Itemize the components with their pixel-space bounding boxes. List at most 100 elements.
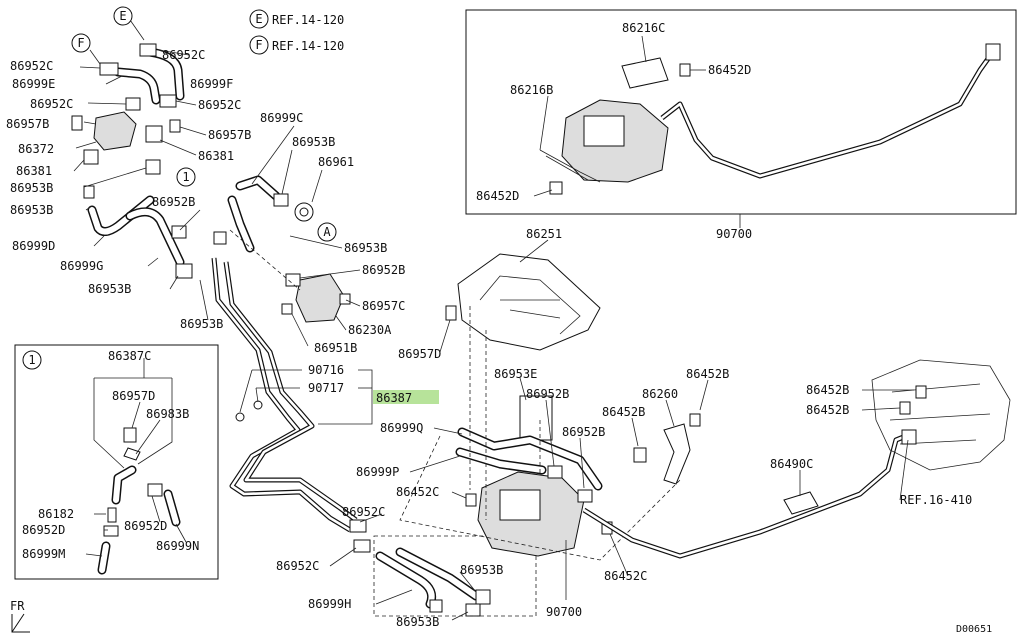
clamp-86952D-1 <box>103 525 119 537</box>
highlighted-part-86387: 86387 <box>376 391 412 405</box>
svg-text:86983B: 86983B <box>146 407 189 421</box>
diagram-code: D00651 <box>956 624 992 635</box>
svg-text:86952C: 86952C <box>162 48 205 62</box>
svg-text:86953B: 86953B <box>292 135 335 149</box>
svg-text:REF.16-410: REF.16-410 <box>900 493 972 507</box>
inset-parts <box>97 427 181 575</box>
svg-text:86953B: 86953B <box>10 203 53 217</box>
elbow-86381-lower <box>83 149 99 165</box>
svg-text:86957B: 86957B <box>6 117 49 131</box>
front-arrow-icon <box>11 613 30 633</box>
cover-86251 <box>457 253 601 351</box>
svg-text:86999M: 86999M <box>22 547 65 561</box>
svg-text:86452B: 86452B <box>686 367 729 381</box>
svg-text:86952C: 86952C <box>30 97 73 111</box>
hose-86999H <box>375 547 481 609</box>
svg-text:86957C: 86957C <box>362 299 405 313</box>
fastener-90717 <box>253 400 263 410</box>
bolt-86452B-1 <box>689 413 701 427</box>
svg-text:A: A <box>323 225 331 239</box>
bracket-86260 <box>633 413 701 485</box>
svg-text:86961: 86961 <box>318 155 354 169</box>
hose-86999E <box>113 67 161 105</box>
highlight-86387 <box>373 390 439 404</box>
svg-text:86953B: 86953B <box>88 282 131 296</box>
dashed-box-86999H <box>373 535 537 617</box>
svg-text:90700: 90700 <box>546 605 582 619</box>
svg-text:86952B: 86952B <box>362 263 405 277</box>
svg-text:86952D: 86952D <box>124 519 167 533</box>
svg-text:86452C: 86452C <box>396 485 439 499</box>
bolt-86452B-2 <box>633 447 647 463</box>
pin-86182 <box>107 507 117 523</box>
hose-86999D <box>87 195 155 236</box>
svg-text:1: 1 <box>182 170 189 184</box>
svg-text:86216B: 86216B <box>510 83 553 97</box>
svg-text:86999F: 86999F <box>190 77 233 91</box>
svg-text:86953B: 86953B <box>10 181 53 195</box>
bolt-86452D-1 <box>679 63 691 77</box>
fastener-90716 <box>235 412 245 422</box>
bolt-86452C-1 <box>465 493 477 507</box>
svg-text:86952B: 86952B <box>526 387 569 401</box>
svg-text:86452D: 86452D <box>476 189 519 203</box>
clamp-86953B-8 <box>465 603 481 617</box>
bolt-86452B-3 <box>915 385 927 399</box>
inset-frame-bottom-left <box>14 344 219 580</box>
callout-1-inset: 1 <box>22 350 42 370</box>
callout-a: A <box>317 222 337 242</box>
svg-text:86372: 86372 <box>18 142 54 156</box>
clamp-86953B-3 <box>175 263 193 279</box>
svg-text:86230A: 86230A <box>348 323 392 337</box>
clamp-86953B-4 <box>273 193 289 207</box>
svg-text:86957B: 86957B <box>208 128 251 142</box>
cable-90700-bottom <box>582 433 907 559</box>
part-labels: REF.14-120 REF.14-120 86952C 86999E 8695… <box>6 13 992 635</box>
label-86490C <box>783 491 819 515</box>
svg-text:86452B: 86452B <box>806 403 849 417</box>
bolt-86452D-2 <box>549 181 563 195</box>
elbow-86381-upper <box>145 125 163 143</box>
svg-text:86957D: 86957D <box>112 389 155 403</box>
svg-text:86952C: 86952C <box>10 59 53 73</box>
bolt-86957D-inset <box>123 427 137 443</box>
callout-f-ref: F <box>249 35 269 55</box>
clamp-86952C-top <box>139 43 157 57</box>
svg-text:86381: 86381 <box>16 164 52 178</box>
front-label: FR <box>10 599 25 613</box>
svg-text:86999D: 86999D <box>12 239 55 253</box>
svg-text:86452C: 86452C <box>604 569 647 583</box>
svg-text:86999Q: 86999Q <box>380 421 423 435</box>
clamp-86952C-3 <box>349 519 367 533</box>
hose-86999Q <box>457 427 603 491</box>
converter-90700-top <box>539 57 691 195</box>
svg-text:86952B: 86952B <box>562 425 605 439</box>
callout-1-main: 1 <box>176 167 196 187</box>
svg-text:86953B: 86953B <box>460 563 503 577</box>
clamp-86952B-3 <box>547 465 563 479</box>
svg-text:86953B: 86953B <box>180 317 223 331</box>
pipe-86387 <box>211 257 358 533</box>
svg-text:86951B: 86951B <box>314 341 357 355</box>
svg-text:86999G: 86999G <box>60 259 103 273</box>
callout-e-ref: E <box>249 9 269 29</box>
clamp-86953B-5 <box>213 231 227 245</box>
clamp-86952D-inset <box>147 483 163 497</box>
valve-86372 <box>71 111 181 199</box>
clamp-86952C-2 <box>125 97 141 111</box>
bolt-86452B-4 <box>899 401 911 415</box>
svg-text:86952C: 86952C <box>198 98 241 112</box>
bolt-86957D <box>445 305 457 321</box>
svg-text:90717: 90717 <box>308 381 344 395</box>
svg-text:86999P: 86999P <box>356 465 399 479</box>
svg-text:86952C: 86952C <box>342 505 385 519</box>
svg-text:86260: 86260 <box>642 387 678 401</box>
ref-label-e: REF.14-120 <box>272 13 344 27</box>
svg-text:86452D: 86452D <box>708 63 751 77</box>
converter-90700-bottom <box>465 395 613 557</box>
callout-e-top: E <box>113 6 133 26</box>
svg-text:E: E <box>119 9 126 23</box>
svg-text:86387C: 86387C <box>108 349 151 363</box>
